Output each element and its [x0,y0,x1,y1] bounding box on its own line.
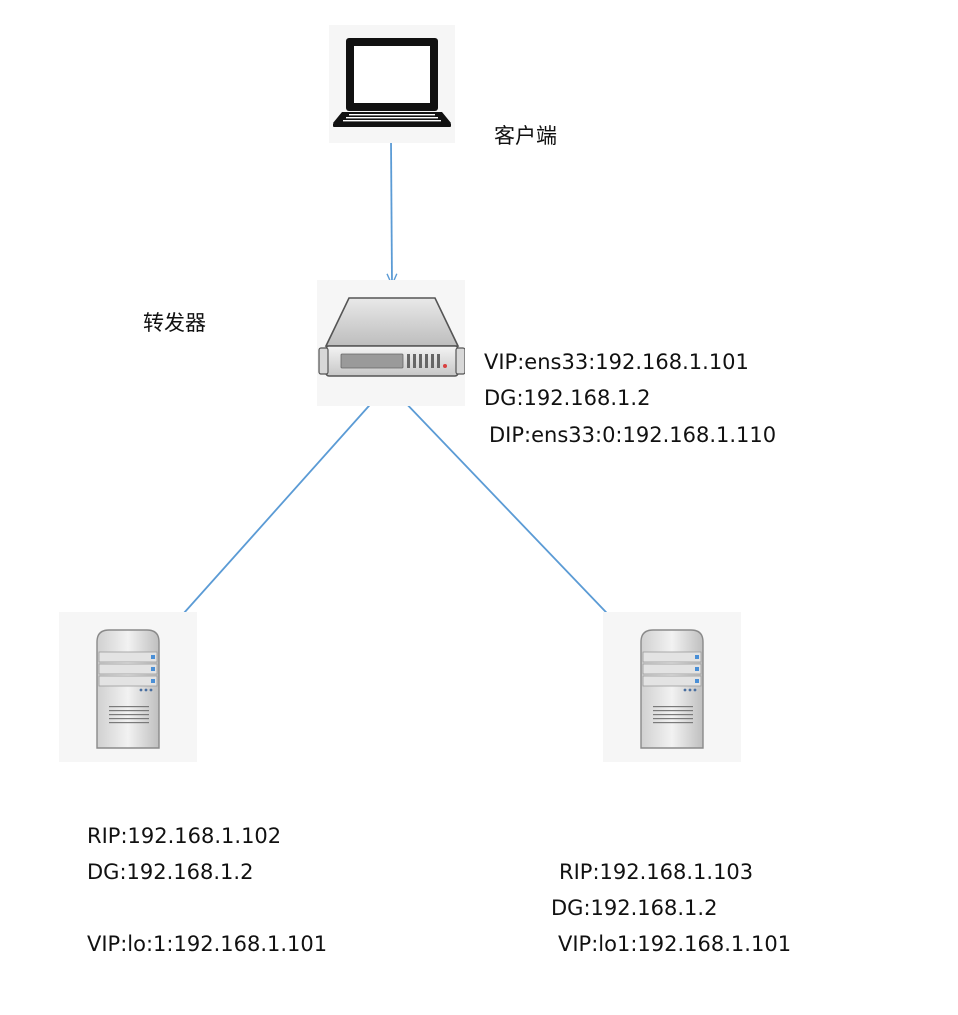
rack-server-icon [318,297,465,377]
server-1-line-rip: RIP:192.168.1.102 [87,824,282,848]
tower-server-icon [640,629,704,749]
arrow-director-to-server-2 [399,396,625,632]
server-1-line-dg: DG:192.168.1.2 [87,860,254,884]
director-label: 转发器 [143,311,206,335]
arrow-director-to-server-1 [167,397,377,632]
tower-server-icon [96,629,160,749]
director-node [317,280,465,406]
client-node [329,25,455,143]
director-line-dg: DG:192.168.1.2 [484,386,651,410]
server-2-line-dg: DG:192.168.1.2 [551,896,718,920]
arrow-client-to-director [391,139,392,285]
real-server-2-node [603,612,741,762]
server-2-line-rip: RIP:192.168.1.103 [559,860,754,884]
client-label: 客户端 [494,124,557,148]
server-1-line-vip: VIP:lo:1:192.168.1.101 [87,932,328,956]
real-server-1-node [59,612,197,762]
server-2-line-vip: VIP:lo1:192.168.1.101 [558,932,792,956]
director-line-dip: DIP:ens33:0:192.168.1.110 [489,423,777,447]
laptop-icon [333,38,451,127]
director-line-vip: VIP:ens33:192.168.1.101 [484,350,749,374]
